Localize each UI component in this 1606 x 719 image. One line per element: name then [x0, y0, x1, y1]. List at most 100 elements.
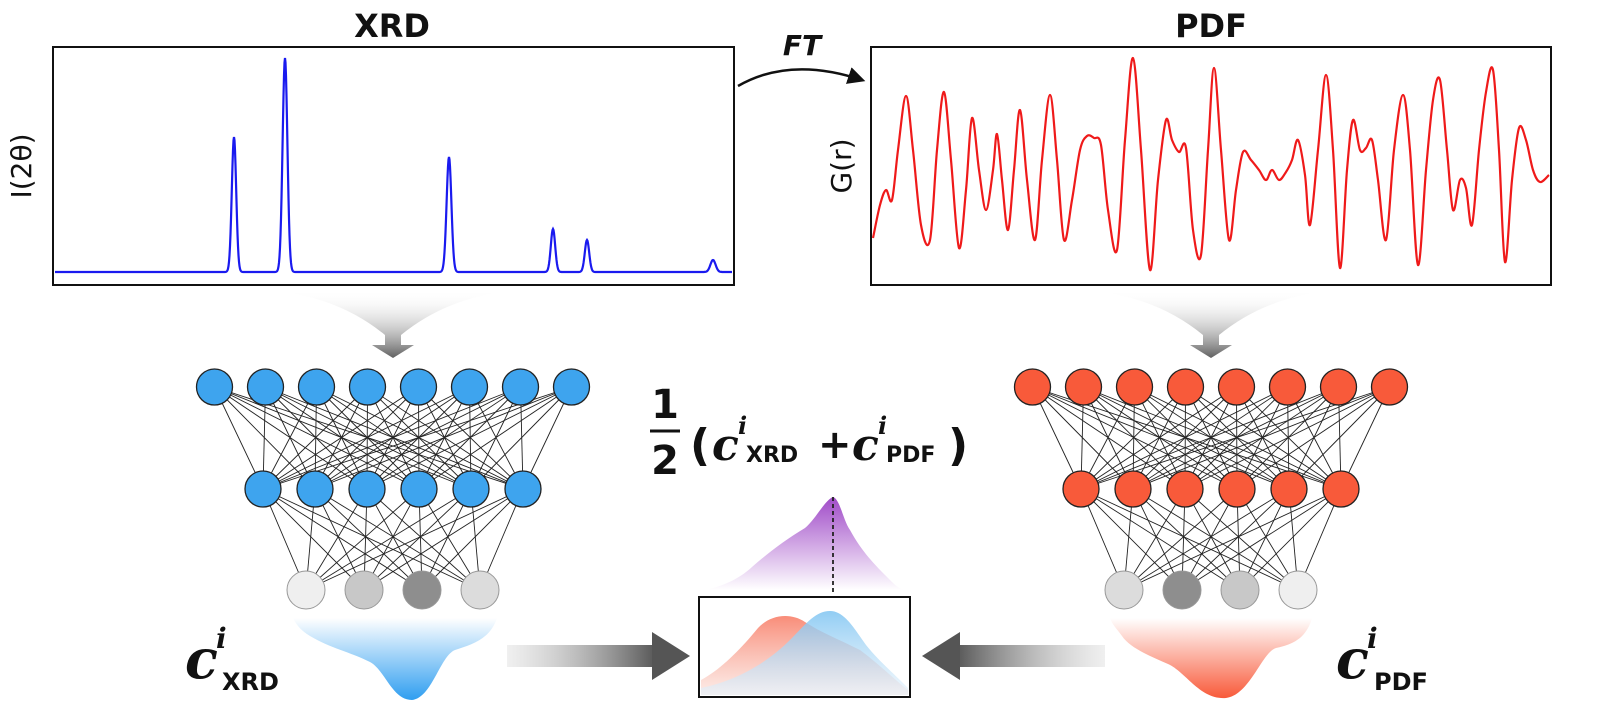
pdf-net-connection — [1080, 386, 1186, 490]
ft-label: FT — [783, 29, 823, 62]
c-pdf-superscript: i — [1367, 622, 1378, 655]
xrd-net-connection — [305, 488, 472, 591]
pdf-net-input-node — [1370, 368, 1409, 406]
pdf-ylabel: G(r) — [825, 138, 858, 193]
formula-sub-xrd: XRD — [746, 443, 798, 468]
pdf-neural-network — [1013, 368, 1409, 610]
xrd-net-connection — [262, 488, 423, 591]
xrd-net-connection — [214, 386, 264, 490]
pdf-net-connection — [1239, 488, 1342, 591]
formula-i-pdf: i — [878, 411, 887, 440]
xrd-net-input-node — [195, 368, 234, 406]
pdf-net-connection — [1080, 488, 1241, 591]
xrd-net-input-node — [399, 368, 438, 406]
pdf-output-distribution — [1110, 618, 1312, 699]
pdf-net-input-node — [1115, 368, 1154, 406]
c-xrd-label: c i XRD — [185, 622, 279, 696]
xrd-net-hidden-node — [452, 470, 490, 508]
averaging-formula: 1 2 ( c i XRD + c i PDF ) — [650, 382, 968, 484]
pdf-net-connection — [1080, 386, 1339, 490]
box-xrd-distribution — [701, 611, 908, 695]
formula-plus: + — [818, 422, 852, 468]
pdf-net-connection — [1184, 386, 1390, 490]
xrd-ylabel: I(2θ) — [5, 133, 38, 198]
pdf-net-connection — [1288, 386, 1390, 490]
pdf-net-connection — [1123, 488, 1290, 591]
xrd-net-connection — [366, 488, 481, 591]
xrd-net-input-node — [246, 368, 285, 406]
pdf-net-hidden-node — [1270, 470, 1308, 508]
xrd-net-connection — [522, 386, 572, 490]
pdf-net-output-node — [1220, 570, 1260, 610]
pdf-net-connection — [1080, 386, 1288, 490]
pdf-net-connection — [1080, 488, 1299, 591]
c-pdf-label: c i PDF — [1336, 622, 1428, 696]
pdf-net-hidden-node — [1062, 470, 1100, 508]
c-xrd-subscript: XRD — [222, 668, 279, 696]
pdf-net-connection — [1080, 488, 1183, 591]
xrd-net-output-node — [344, 570, 384, 610]
xrd-net-hidden-node — [296, 470, 334, 508]
pdf-net-connection — [1184, 488, 1299, 591]
pdf-net-output-node — [1162, 570, 1202, 610]
xrd-net-hidden-node — [504, 470, 542, 508]
xrd-net-connection — [366, 386, 572, 490]
xrd-net-connection — [367, 386, 472, 490]
xrd-net-connection — [314, 488, 423, 591]
xrd-net-input-node — [297, 368, 336, 406]
xrd-net-connection — [262, 386, 521, 490]
c-pdf-subscript: PDF — [1374, 668, 1428, 696]
xrd-neural-network — [195, 368, 591, 610]
xrd-net-connection — [314, 386, 572, 490]
pdf-net-connection — [1181, 488, 1342, 591]
pdf-net-connection — [1080, 386, 1237, 490]
pdf-net-input-node — [1268, 368, 1307, 406]
xrd-net-connection — [418, 488, 481, 591]
c-xrd-superscript: i — [216, 622, 227, 655]
xrd-net-hidden-node — [400, 470, 438, 508]
pdf-to-box-arrow — [922, 632, 1105, 680]
pdf-net-connection — [1181, 488, 1290, 591]
pdf-net-output-node — [1104, 570, 1144, 610]
xrd-net-connection — [262, 386, 368, 490]
pdf-net-output-node — [1278, 570, 1318, 610]
xrd-net-input-node — [450, 368, 489, 406]
xrd-pattern-line — [55, 57, 732, 274]
xrd-net-hidden-node — [348, 470, 386, 508]
pdf-net-connection — [1236, 386, 1390, 490]
xrd-net-connection — [305, 488, 368, 591]
pdf-net-connection — [1132, 488, 1241, 591]
pdf-net-hidden-node — [1322, 470, 1360, 508]
xrd-net-output-node — [460, 570, 500, 610]
formula-i-xrd: i — [738, 411, 747, 440]
xrd-net-input-node — [501, 368, 540, 406]
formula-c-pdf: c — [852, 420, 879, 471]
pdf-net-connection — [1185, 386, 1290, 490]
xrd-title: XRD — [354, 7, 430, 45]
xrd-net-connection — [262, 488, 365, 591]
pdf-net-hidden-node — [1166, 470, 1204, 508]
formula-numerator: 1 — [651, 382, 679, 428]
xrd-output-distribution — [293, 618, 497, 700]
xrd-net-output-node — [402, 570, 442, 610]
pdf-net-connection — [1123, 488, 1342, 591]
xrd-to-box-arrow — [507, 632, 690, 680]
xrd-net-connection — [418, 386, 572, 490]
xrd-net-connection — [305, 488, 420, 591]
xrd-net-connection — [363, 488, 472, 591]
xrd-net-connection — [262, 386, 419, 490]
pdf-net-connection — [1080, 386, 1135, 490]
pdf-pattern-line — [871, 56, 1550, 272]
pdf-net-hidden-node — [1218, 470, 1256, 508]
xrd-net-connection — [305, 488, 524, 591]
xrd-net-connection — [363, 488, 524, 591]
pdf-net-input-node — [1217, 368, 1256, 406]
xrd-net-connection — [421, 488, 524, 591]
combined-distribution — [706, 497, 906, 590]
pdf-net-connection — [1032, 386, 1082, 490]
c-pdf-symbol: c — [1336, 627, 1369, 691]
pdf-net-connection — [1123, 488, 1186, 591]
xrd-net-input-node — [552, 368, 591, 406]
pdf-net-input-node — [1166, 368, 1205, 406]
